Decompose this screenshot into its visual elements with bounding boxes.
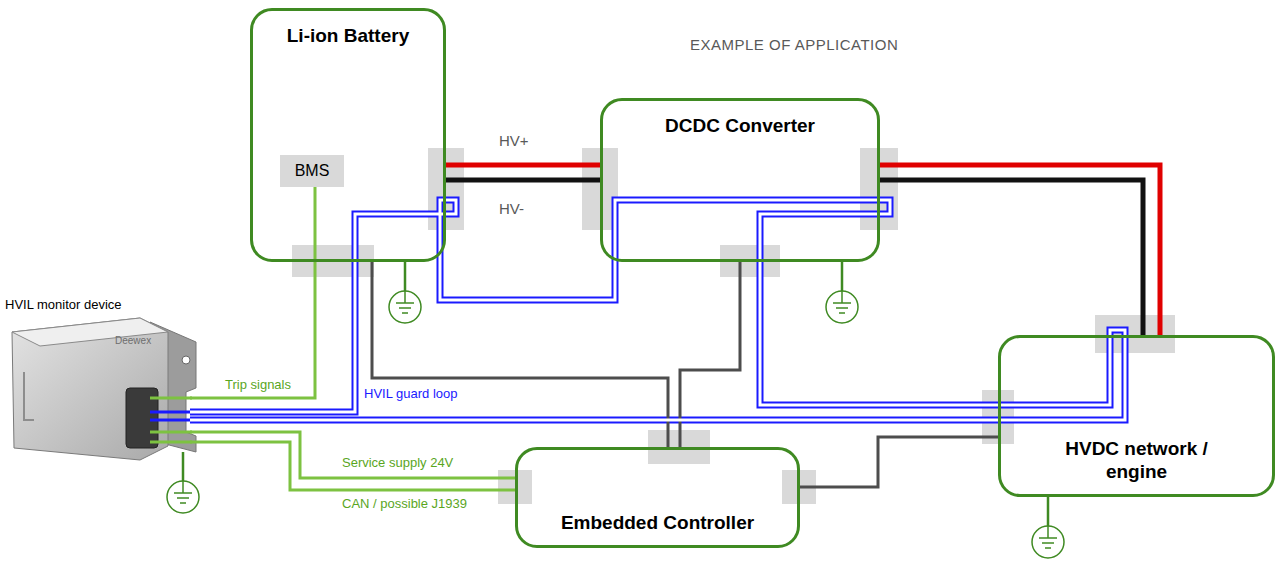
wire xyxy=(446,178,600,183)
converter-box: DCDC Converter xyxy=(600,98,880,262)
ground-circle xyxy=(826,291,858,323)
wire xyxy=(880,165,1160,335)
ground-bar xyxy=(177,497,189,499)
ground-bar xyxy=(839,312,845,314)
hvil-loop-wire xyxy=(190,417,998,424)
ground-bar xyxy=(402,312,408,314)
ground-stem xyxy=(182,481,184,493)
ground-stem xyxy=(404,262,407,291)
ground-stem xyxy=(182,452,185,481)
node-label: HVDC network / engine xyxy=(1051,438,1222,484)
diagram-title: EXAMPLE OF APPLICATION xyxy=(690,36,898,53)
ground-bar xyxy=(1045,547,1051,549)
cable-core xyxy=(440,262,615,300)
wire xyxy=(190,432,515,478)
cable-core xyxy=(615,200,890,262)
hvil-internal-loop xyxy=(355,200,456,262)
monitor-device xyxy=(12,318,196,460)
ground-symbol xyxy=(826,262,858,323)
device-edge xyxy=(24,372,34,420)
ground-circle xyxy=(1032,526,1064,558)
node-label: Embedded Controller xyxy=(524,512,791,535)
hvil-loop-wire xyxy=(760,262,998,405)
node-label: Li-ion Battery xyxy=(259,25,437,48)
pin-stub xyxy=(150,441,192,444)
hvil-internal-loop xyxy=(998,330,1125,420)
ground-symbol xyxy=(389,262,421,323)
wire-label: HV+ xyxy=(497,132,531,150)
cable-core xyxy=(998,330,1125,420)
pin-stub xyxy=(150,411,192,414)
ground-stem xyxy=(841,291,843,303)
hvil-loop-wire xyxy=(190,262,355,412)
pin-stub xyxy=(150,431,192,434)
cable-core xyxy=(355,200,456,262)
pin-stub xyxy=(150,419,192,422)
wire-label: HV- xyxy=(497,200,526,218)
device-body xyxy=(12,318,168,460)
wire xyxy=(800,437,998,487)
ground-circle xyxy=(167,481,199,513)
ground-bar xyxy=(836,307,848,309)
node-label: DCDC Converter xyxy=(609,115,871,138)
cable-core xyxy=(190,419,998,422)
controller-box: Embedded Controller xyxy=(515,447,800,548)
battery-box: Li-ion BatteryBMS xyxy=(250,8,446,262)
ground-stem xyxy=(841,262,844,291)
network-box: HVDC network / engine xyxy=(998,335,1275,497)
wire xyxy=(880,180,1143,335)
node-label: BMS xyxy=(280,161,344,180)
wire-label: Trip signals xyxy=(223,377,293,393)
ground-symbol xyxy=(1032,497,1064,558)
ground-symbol xyxy=(167,452,199,513)
ground-bar xyxy=(1042,542,1054,544)
device-top xyxy=(12,318,168,346)
wire-label: HVIL guard loop xyxy=(362,386,459,402)
pin-stub xyxy=(150,397,192,400)
bms-box: BMS xyxy=(280,155,344,187)
connector-pad xyxy=(428,148,464,230)
node-label: HVIL monitor device xyxy=(5,297,122,313)
connector-pads xyxy=(292,148,1175,504)
ground-circle xyxy=(389,291,421,323)
wire-label: Service supply 24V xyxy=(340,455,455,471)
ground-stem xyxy=(404,291,406,303)
ground-stem xyxy=(1047,497,1050,526)
wire xyxy=(446,163,600,168)
ground-symbols xyxy=(167,262,1064,558)
wire xyxy=(190,442,515,490)
ground-bar xyxy=(180,502,186,504)
monitor-device: HVIL monitor deviceDeewex xyxy=(5,293,190,463)
mount-hole xyxy=(182,356,190,364)
wire-label: CAN / possible J1939 xyxy=(340,496,469,512)
cable-core xyxy=(760,262,998,405)
hvil-loop-wire xyxy=(440,262,615,300)
ground-stem xyxy=(1047,526,1049,538)
brand-label: Deewex xyxy=(115,335,151,347)
hvil-internal-loop xyxy=(615,200,890,262)
cable-core xyxy=(190,262,355,412)
ground-bar xyxy=(399,307,411,309)
